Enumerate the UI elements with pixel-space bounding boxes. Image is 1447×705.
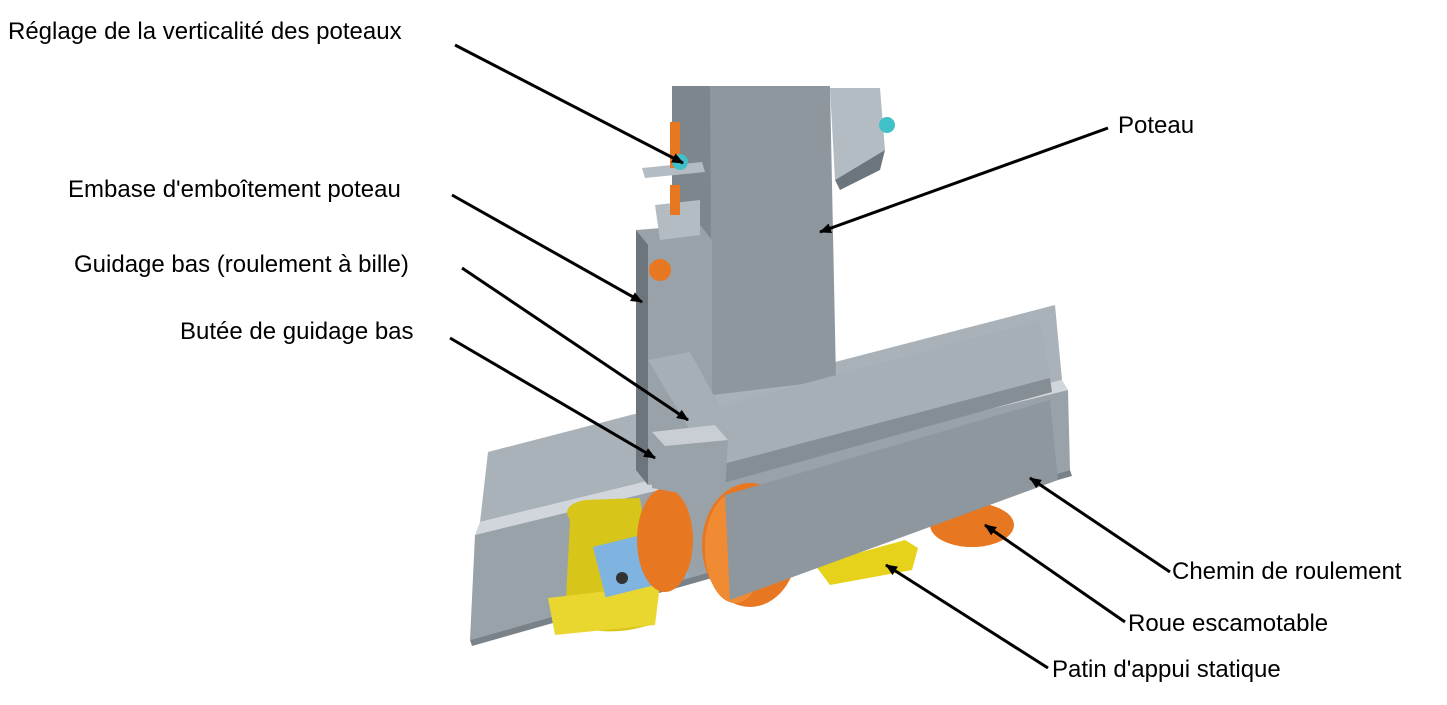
arrow-chemin	[1029, 476, 1171, 574]
cross-beam	[688, 320, 1052, 488]
leader-arrows	[449, 43, 1171, 670]
label-reglage: Réglage de la verticalité des poteaux	[8, 18, 402, 45]
label-roue: Roue escamotable	[1128, 610, 1329, 637]
label-patin: Patin d'appui statique	[1052, 656, 1281, 683]
label-embase: Embase d'emboîtement poteau	[68, 176, 401, 203]
arrow-poteau	[819, 126, 1109, 234]
label-chemin: Chemin de roulement	[1172, 558, 1402, 585]
low-guide-stop	[648, 352, 730, 495]
arrow-reglage	[454, 43, 684, 165]
label-butee: Butée de guidage bas	[180, 318, 414, 345]
label-guidage: Guidage bas (roulement à bille)	[74, 251, 409, 278]
rail-front-wall	[725, 400, 1058, 600]
arrow-patin	[885, 563, 1049, 670]
static-pad-right	[815, 540, 918, 585]
arrow-embase	[451, 193, 643, 304]
arrow-butee	[449, 336, 656, 460]
arrow-roue	[984, 523, 1126, 624]
arrow-guidage	[461, 266, 689, 422]
label-poteau: Poteau	[1118, 112, 1195, 139]
